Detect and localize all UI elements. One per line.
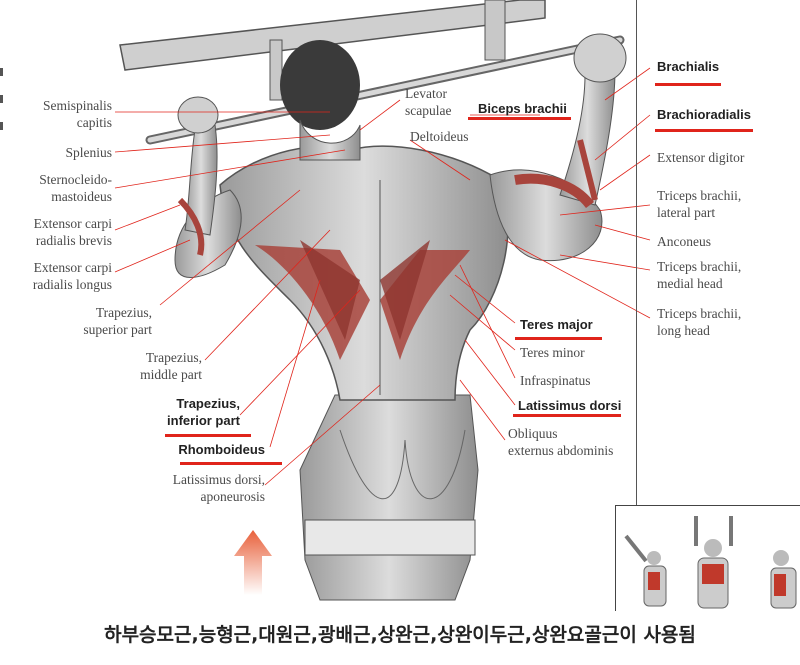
divider-line [636, 0, 637, 505]
lower-body [299, 394, 479, 601]
label-brachialis: Brachialis [657, 59, 720, 74]
left-arm [174, 96, 242, 278]
label-obliquus-externus-abdominis: Obliquus externus abdominis [508, 426, 614, 458]
caption: 하부승모근,능형근,대원근,광배근,상완근,상완이두근,상완요골근이 사용됨 [104, 624, 696, 646]
label-brachioradialis: Brachioradialis [657, 107, 751, 122]
upward-arrow [234, 530, 272, 595]
pullup-bar [119, 0, 625, 145]
label-deltoideus: Deltoideus [410, 129, 469, 144]
label-latissimus-dorsi: Latissimus dorsi [518, 398, 622, 413]
inset-figure-3 [770, 550, 797, 609]
highlight-biceps-brachii [468, 117, 571, 120]
torso [219, 145, 509, 401]
highlight-latissimus-dorsi [513, 414, 621, 417]
label-trapezius-middle: Trapezius, middle part [140, 350, 202, 382]
highlight-trapezius-inferior [165, 434, 251, 437]
label-extensor-carpi-radialis-brevis: Extensor carpi radialis brevis [33, 216, 112, 248]
highlight-brachialis [655, 83, 721, 86]
label-levator-scapulae: Levator scapulae [405, 86, 452, 118]
highlight-brachioradialis [655, 129, 753, 132]
pullup-figure [0, 0, 651, 601]
label-splenius: Splenius [65, 145, 112, 160]
edge-marks [0, 68, 3, 130]
label-latissimus-aponeurosis: Latissimus dorsi, aponeurosis [172, 472, 265, 504]
highlight-teres-major [515, 337, 602, 340]
label-semispinalis-capitis: Semispinalis capitis [42, 98, 112, 130]
label-triceps-medial: Triceps brachii, medial head [657, 259, 742, 291]
anatomy-illustration: Semispinalis capitis Splenius Sternoclei… [0, 0, 800, 611]
label-biceps-brachii: Biceps brachii [478, 101, 567, 116]
inset-figure-1 [624, 534, 667, 607]
label-triceps-lateral: Triceps brachii, lateral part [657, 188, 742, 220]
head [280, 40, 361, 161]
inset-figure-2 [694, 516, 733, 609]
right-arm [489, 33, 627, 262]
label-extensor-carpi-radialis-longus: Extensor carpi radialis longus [32, 260, 112, 292]
label-anconeus: Anconeus [657, 234, 711, 249]
highlight-rhomboideus [180, 462, 282, 465]
label-teres-minor: Teres minor [520, 345, 585, 360]
inset-thumbnails [615, 505, 800, 611]
label-extensor-digitorum: Extensor digitor [657, 150, 745, 165]
label-triceps-long: Triceps brachii, long head [657, 306, 742, 338]
label-teres-major: Teres major [520, 317, 593, 332]
label-sternocleidomastoideus: Sternocleido- mastoideus [39, 172, 112, 204]
label-trapezius-inferior: Trapezius, inferior part [167, 396, 240, 428]
leader-lines [114, 67, 651, 486]
label-infraspinatus: Infraspinatus [520, 373, 591, 388]
label-rhomboideus: Rhomboideus [178, 442, 265, 457]
inset-figures [624, 516, 797, 609]
label-trapezius-superior: Trapezius, superior part [83, 305, 152, 337]
